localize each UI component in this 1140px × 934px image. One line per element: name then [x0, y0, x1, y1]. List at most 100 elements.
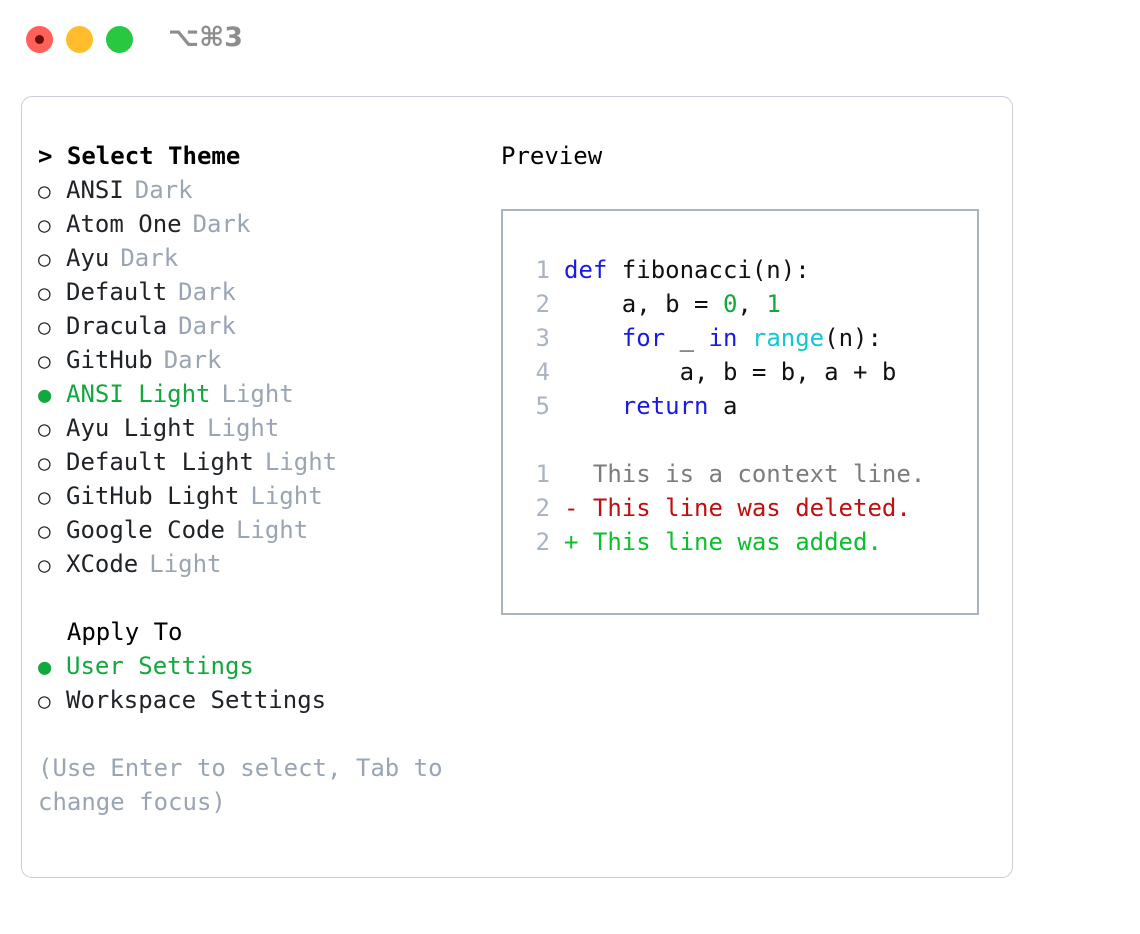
theme-option-row[interactable]: ○ XCode Light: [38, 547, 498, 581]
theme-variant-tag: Light: [207, 414, 280, 442]
line-number: 2: [535, 290, 550, 318]
theme-variant-tag: Dark: [178, 278, 236, 306]
theme-option-row[interactable]: ○ GitHub Dark: [38, 343, 498, 377]
theme-option-label: Google Code: [66, 516, 225, 544]
diff-marker: [564, 457, 593, 491]
apply-to-option-label: Workspace Settings: [66, 686, 327, 714]
line-number: 4: [535, 358, 550, 386]
theme-option-row[interactable]: ○ Ayu Light Light: [38, 411, 498, 445]
code-line-content: def fibonacci(n):: [564, 253, 810, 287]
code-token: range: [751, 324, 825, 352]
theme-option-row[interactable]: ○ Atom One Dark: [38, 207, 498, 241]
theme-option-label: Ayu: [66, 244, 110, 272]
theme-option-row[interactable]: ○ GitHub Light Light: [38, 479, 498, 513]
diff-line-text: This line was deleted.: [592, 494, 911, 522]
theme-option-row[interactable]: ○ Ayu Dark: [38, 241, 498, 275]
code-token: in: [708, 324, 738, 352]
radio-unselected-icon[interactable]: ○: [38, 213, 51, 237]
code-token: [737, 324, 751, 352]
keyboard-hint-text: (Use Enter to select, Tab to change focu…: [38, 754, 443, 816]
theme-variant-tag: Light: [264, 448, 338, 476]
preview-blank-line: [516, 423, 925, 457]
apply-to-option-row[interactable]: ○ Workspace Settings: [38, 683, 498, 717]
radio-unselected-icon[interactable]: ○: [38, 315, 51, 339]
minimize-window-button[interactable]: [66, 26, 93, 53]
radio-unselected-icon[interactable]: ○: [38, 689, 51, 713]
line-number: 1: [535, 256, 550, 284]
theme-variant-tag: Light: [221, 380, 294, 408]
radio-unselected-icon[interactable]: ○: [38, 281, 51, 305]
code-token: ,: [737, 290, 767, 318]
maximize-window-button[interactable]: [106, 26, 133, 53]
theme-variant-tag: Dark: [192, 210, 251, 238]
theme-variant-tag: Dark: [134, 176, 193, 204]
line-number: 3: [535, 324, 550, 352]
theme-variant-tag: Light: [250, 482, 323, 510]
theme-option-label: GitHub Light: [66, 482, 240, 510]
theme-variant-tag: Light: [149, 550, 222, 578]
diff-line: 1 This is a context line.: [516, 457, 926, 491]
radio-unselected-icon[interactable]: ○: [38, 417, 51, 441]
theme-option-label: XCode: [66, 550, 139, 578]
radio-unselected-icon[interactable]: ○: [38, 485, 51, 509]
list-spacer: [38, 581, 498, 615]
radio-unselected-icon[interactable]: ○: [38, 247, 51, 271]
radio-selected-icon[interactable]: ●: [38, 655, 52, 680]
line-number: 5: [535, 392, 550, 420]
code-line-content: return a: [564, 389, 738, 423]
theme-option-label: ANSI: [66, 176, 124, 204]
theme-option-row[interactable]: ○ ANSI Dark: [38, 173, 498, 207]
code-token: _: [665, 324, 709, 352]
theme-variant-tag: Dark: [163, 346, 222, 374]
theme-option-row[interactable]: ○ Google Code Light: [38, 513, 498, 547]
diff-marker: -: [564, 494, 593, 522]
code-token: a, b = b, a + b: [564, 358, 897, 386]
diff-marker: +: [564, 528, 593, 556]
theme-option-label: Atom One: [66, 210, 182, 238]
apply-to-heading: Apply To: [38, 618, 183, 646]
code-line-content: a, b = 0, 1: [564, 287, 781, 321]
radio-unselected-icon[interactable]: ○: [38, 179, 51, 203]
code-token: [564, 392, 622, 420]
theme-option-label: GitHub: [66, 346, 153, 374]
apply-to-list: ● User Settings ○ Workspace Settings: [38, 649, 498, 717]
apply-to-option-row[interactable]: ● User Settings: [38, 649, 498, 683]
radio-unselected-icon[interactable]: ○: [38, 519, 51, 543]
radio-selected-icon[interactable]: ●: [38, 383, 52, 408]
code-line: 2 a, b = 0, 1: [516, 287, 925, 321]
code-token: [564, 324, 622, 352]
code-line: 4 a, b = b, a + b: [516, 355, 925, 389]
line-number: 2: [535, 494, 550, 522]
code-token: return: [621, 392, 709, 420]
code-line-content: for _ in range(n):: [564, 321, 882, 355]
radio-unselected-icon[interactable]: ○: [38, 451, 51, 475]
theme-variant-tag: Light: [235, 516, 309, 544]
code-line-content: a, b = b, a + b: [564, 355, 897, 389]
code-token: 0: [722, 290, 738, 318]
code-token: fibonacci(n):: [607, 256, 810, 284]
line-number: 2: [535, 528, 550, 556]
keyboard-shortcut-label: ⌥⌘3: [168, 22, 243, 53]
code-line: 1 def fibonacci(n):: [516, 253, 925, 287]
theme-variant-tag: Dark: [120, 244, 179, 272]
theme-option-label: Ayu Light: [66, 414, 197, 442]
diff-line-text: This is a context line.: [592, 460, 926, 488]
title-bar: ⌥⌘3: [0, 0, 1140, 78]
radio-unselected-icon[interactable]: ○: [38, 553, 51, 577]
apply-to-option-label: User Settings: [66, 652, 254, 680]
code-token: a, b =: [564, 290, 723, 318]
radio-unselected-icon[interactable]: ○: [38, 349, 51, 373]
theme-option-label: Dracula: [66, 312, 168, 340]
code-line: 3 for _ in range(n):: [516, 321, 925, 355]
line-number: 1: [535, 460, 550, 488]
